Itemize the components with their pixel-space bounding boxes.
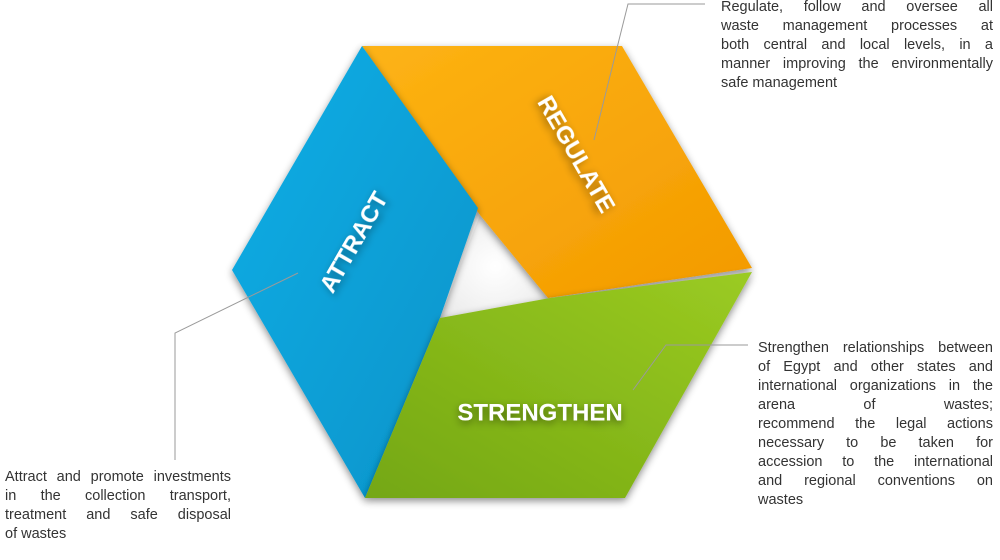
attract-description-line: in the collection transport,: [5, 488, 231, 504]
regulate-connector: [593, 3, 705, 141]
strengthen-description-line: arena of wastes;: [758, 397, 993, 413]
strengthen-description-line: recommend the legal actions: [758, 416, 993, 432]
attract-description-line: treatment and safe disposal: [5, 507, 231, 523]
regulate-description-line: safe management: [721, 75, 838, 91]
attract-description: Attract and promote investments in the co…: [5, 468, 231, 544]
regulate-description-line: both central and local levels, in a: [721, 37, 993, 53]
regulate-description-line: Regulate, follow and oversee all: [721, 0, 993, 15]
strengthen-description-line: international organizations in the: [758, 378, 993, 394]
strengthen-description-line: necessary to be taken for: [758, 435, 993, 451]
attract-description-line: Attract and promote investments: [5, 469, 231, 485]
attract-segment: [232, 46, 478, 498]
strengthen-description-line: of Egypt and other states and: [758, 359, 993, 375]
strengthen-label: STRENGTHEN: [457, 399, 622, 426]
strengthen-description-line: Strengthen relationships between: [758, 340, 993, 356]
regulate-description-line: waste management processes at: [721, 18, 993, 34]
strengthen-description-line: wastes: [758, 492, 804, 508]
attract-connector: [174, 272, 299, 460]
strengthen-connector: [632, 344, 748, 391]
regulate-description: Regulate, follow and oversee all waste ma…: [721, 0, 993, 93]
strengthen-description-line: accession to the international: [758, 454, 993, 470]
strengthen-description-line: and regional conventions on: [758, 473, 993, 489]
strengthen-description: Strengthen relationships between of Egypt…: [758, 339, 993, 510]
strengthen-segment: [365, 272, 752, 498]
attract-description-line: of wastes: [5, 526, 67, 542]
regulate-description-line: manner improving the environmentally: [721, 56, 993, 72]
center-triangle: [440, 215, 550, 318]
regulate-segment: [362, 46, 752, 298]
